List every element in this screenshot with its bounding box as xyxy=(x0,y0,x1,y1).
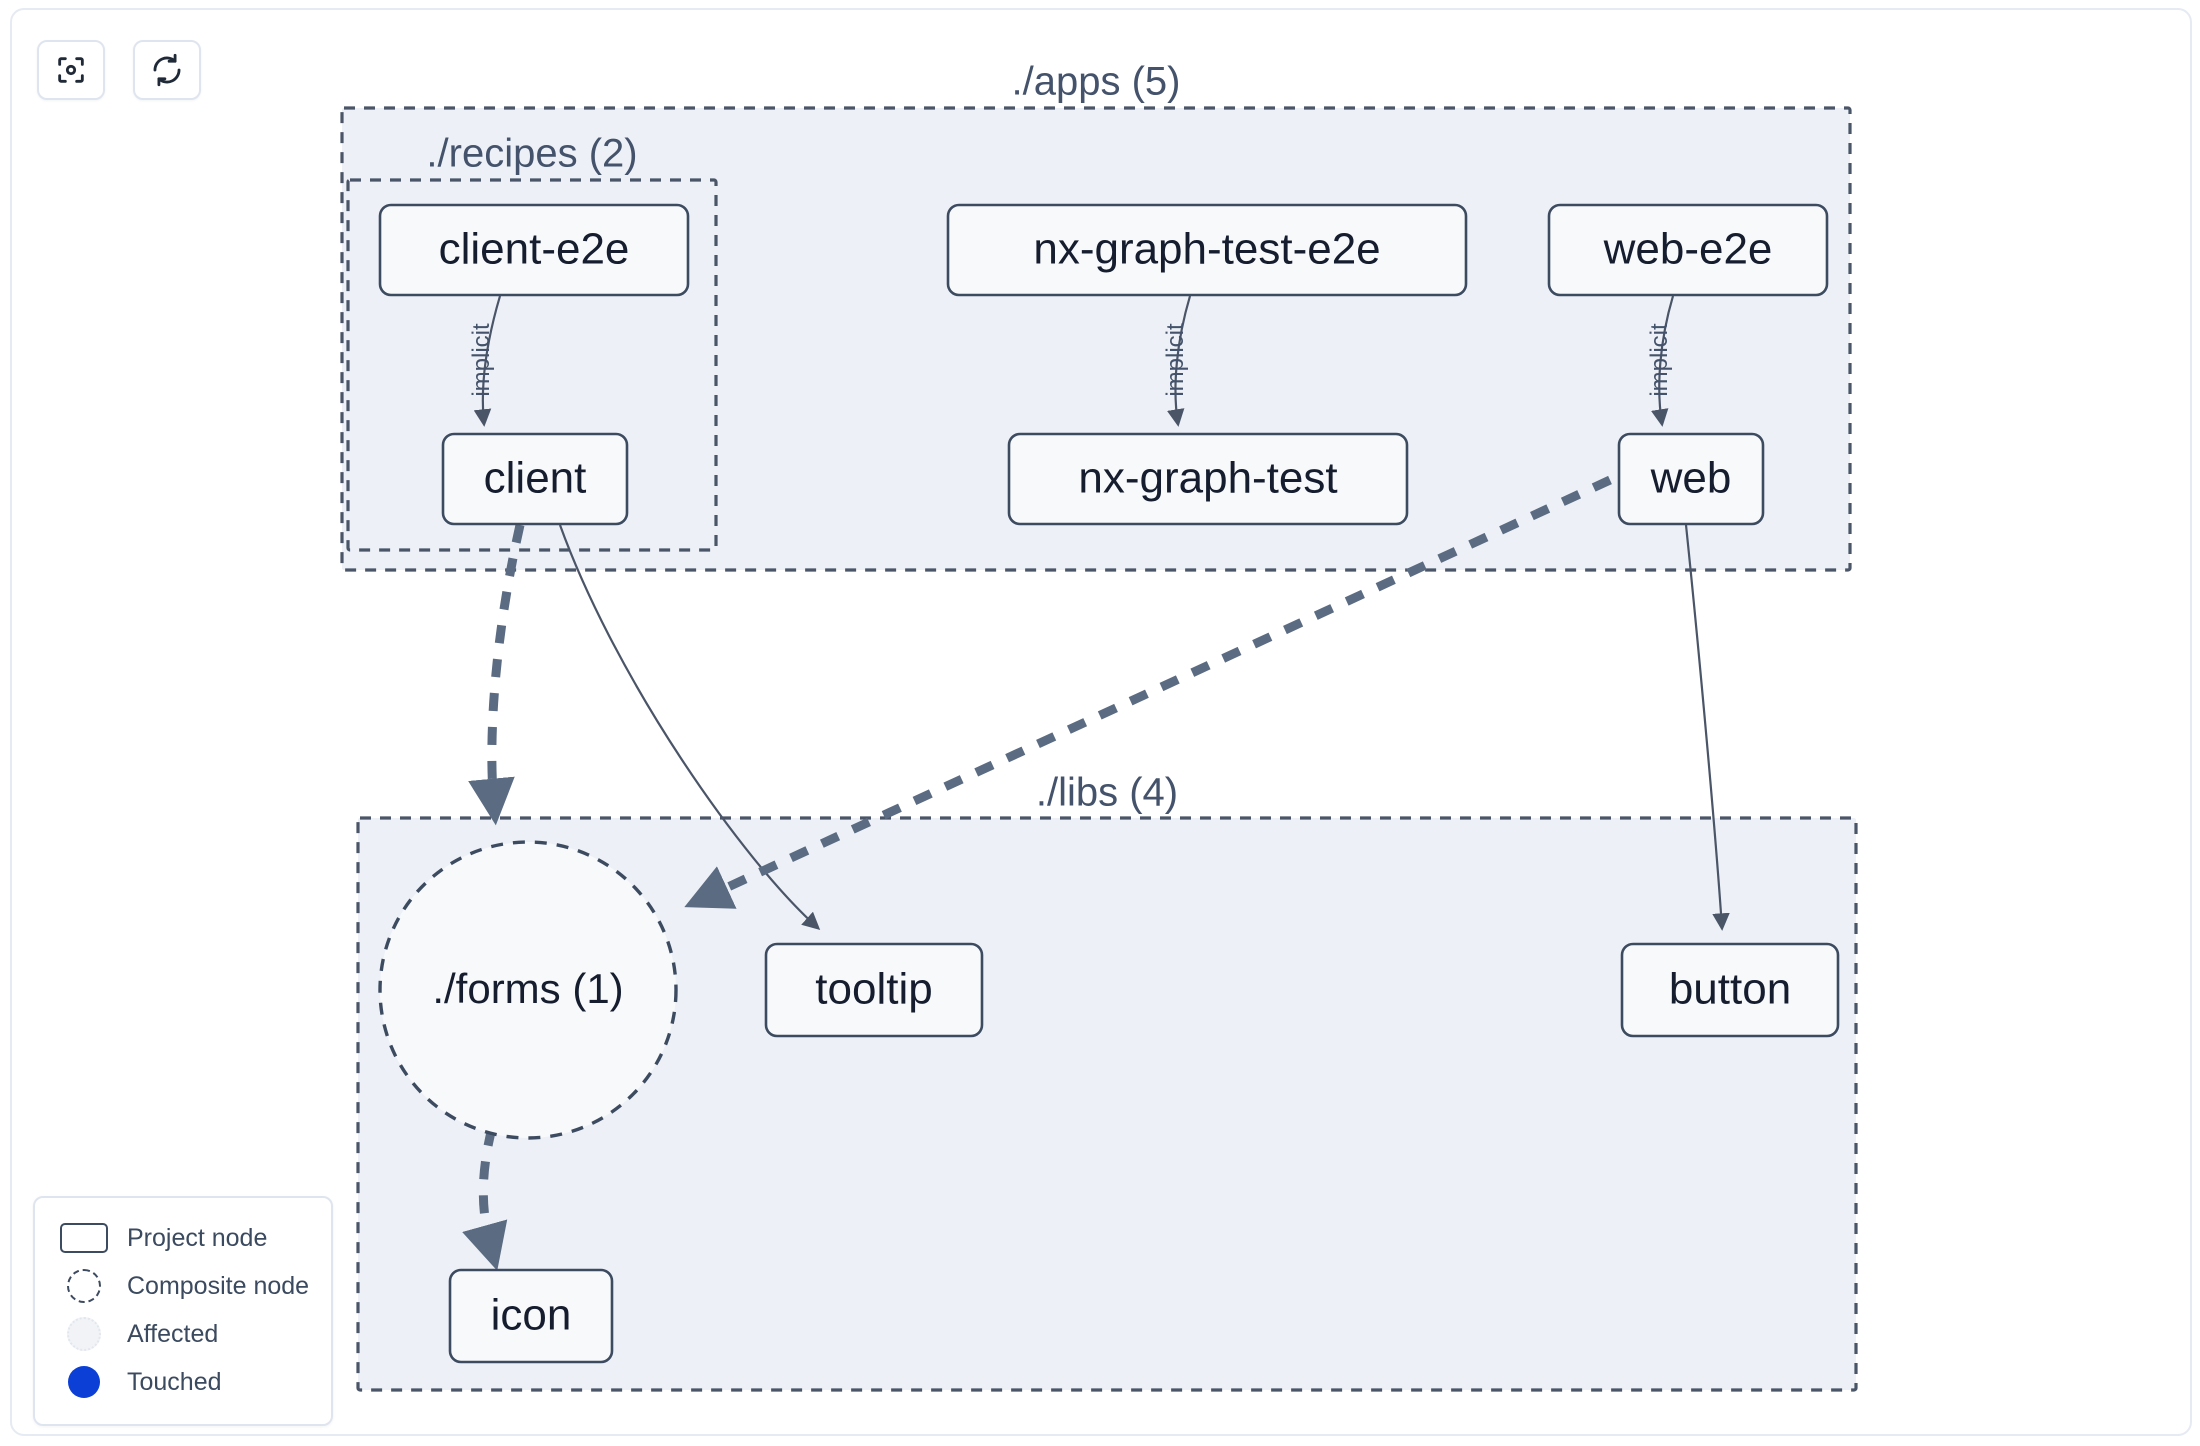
viewfinder-focus-icon xyxy=(54,53,88,87)
legend-label-project-node: Project node xyxy=(127,1223,268,1252)
node-label-nx-graph-test-e2e: nx-graph-test-e2e xyxy=(1033,225,1380,274)
node-icon[interactable]: icon xyxy=(448,1268,614,1364)
node-label-client: client xyxy=(484,454,587,503)
graph-legend: Project node Composite node Affected Tou… xyxy=(33,1196,333,1426)
node-web-e2e[interactable]: web-e2e xyxy=(1547,203,1829,297)
node-client-e2e[interactable]: client-e2e xyxy=(378,203,690,297)
refresh-graph-button[interactable] xyxy=(133,40,201,100)
group-libs-label: ./libs (4) xyxy=(1036,771,1178,815)
legend-item-project-node: Project node xyxy=(53,1214,313,1262)
project-node-swatch xyxy=(53,1223,115,1253)
node-client[interactable]: client xyxy=(441,432,629,526)
node-label-web: web xyxy=(1650,454,1732,503)
node-label-nx-graph-test: nx-graph-test xyxy=(1078,454,1337,503)
node-web[interactable]: web xyxy=(1617,432,1765,526)
node-label-client-e2e: client-e2e xyxy=(439,225,630,274)
legend-label-composite-node: Composite node xyxy=(127,1271,310,1300)
group-recipes-label: ./recipes (2) xyxy=(426,132,637,176)
node-nx-graph-test[interactable]: nx-graph-test xyxy=(1007,432,1409,526)
node-label-tooltip: tooltip xyxy=(815,965,932,1014)
edge-label-implicit-nxgt: implicit xyxy=(1162,323,1189,397)
focus-graph-button[interactable] xyxy=(37,40,105,100)
affected-swatch xyxy=(53,1317,115,1351)
node-tooltip[interactable]: tooltip xyxy=(764,942,984,1038)
legend-item-touched: Touched xyxy=(53,1358,313,1406)
refresh-icon xyxy=(150,53,184,87)
legend-label-affected: Affected xyxy=(127,1319,219,1348)
composite-node-swatch xyxy=(53,1269,115,1303)
node-forms-composite[interactable]: ./forms (1) xyxy=(378,840,678,1140)
node-label-icon: icon xyxy=(491,1291,572,1340)
edge-label-implicit-web: implicit xyxy=(1646,323,1673,397)
node-nx-graph-test-e2e[interactable]: nx-graph-test-e2e xyxy=(946,203,1468,297)
graph-toolbar xyxy=(37,40,201,100)
touched-swatch xyxy=(53,1366,115,1398)
legend-label-touched: Touched xyxy=(127,1367,222,1396)
legend-item-composite-node: Composite node xyxy=(53,1262,313,1310)
node-label-forms: ./forms (1) xyxy=(432,965,623,1012)
edge-label-implicit-client: implicit xyxy=(468,323,495,397)
node-label-button: button xyxy=(1669,965,1791,1014)
group-apps-label: ./apps (5) xyxy=(1012,60,1181,104)
node-button[interactable]: button xyxy=(1620,942,1840,1038)
legend-item-affected: Affected xyxy=(53,1310,313,1358)
node-label-web-e2e: web-e2e xyxy=(1603,225,1773,274)
